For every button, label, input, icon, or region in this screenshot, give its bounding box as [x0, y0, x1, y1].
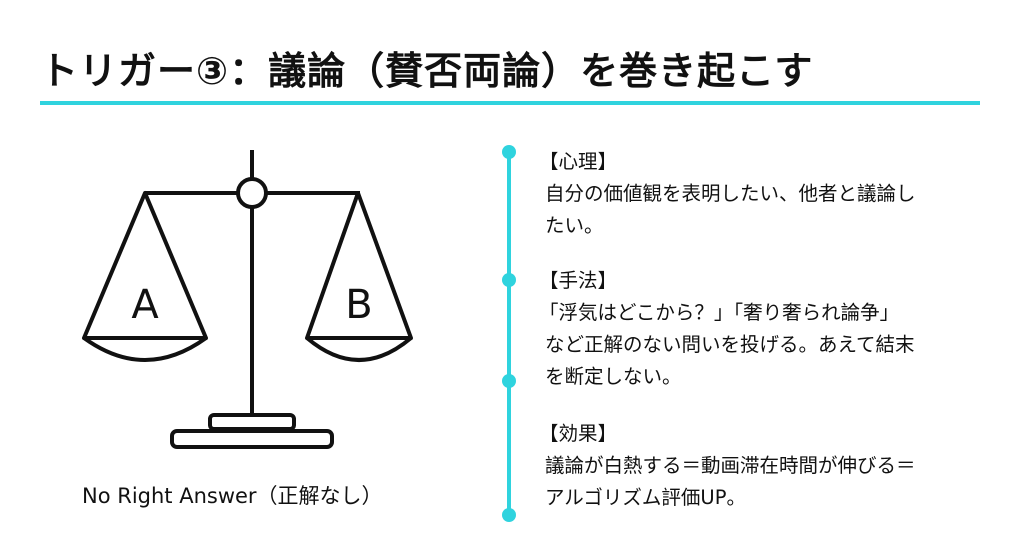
left-pan-bowl — [82, 336, 208, 362]
illustration-caption: No Right Answer（正解なし） — [82, 484, 383, 508]
scale-base-top — [208, 413, 296, 431]
left-pan-strings — [82, 191, 208, 340]
section-heading: 【手法】 — [539, 269, 618, 292]
section-line: 「浮気はどこから？」「奢り奢られ論争」 — [539, 301, 900, 324]
section-method: 【手法】 「浮気はどこから？」「奢り奢られ論争」 など正解のない問いを投げる。あ… — [539, 265, 915, 393]
timeline-dot — [502, 374, 516, 388]
section-line: 自分の価値観を表明したい、他者と議論し — [545, 182, 916, 205]
right-pan-strings — [305, 191, 413, 340]
section-line: を断定しない。 — [545, 365, 682, 388]
section-psychology: 【心理】 自分の価値観を表明したい、他者と議論し たい。 — [539, 146, 916, 242]
pan-label-a: A — [131, 282, 159, 328]
scale-base-bottom — [170, 429, 334, 449]
timeline-dot — [502, 508, 516, 522]
title-underline — [40, 101, 980, 105]
section-effect: 【効果】 議論が白熱する＝動画滞在時間が伸びる＝ アルゴリズム評価UP。 — [539, 418, 916, 514]
section-line: たい。 — [545, 214, 604, 237]
timeline-dot — [502, 273, 516, 287]
page-title: トリガー③：議論（賛否両論）を巻き起こす — [40, 49, 814, 93]
scale-pivot — [236, 177, 268, 209]
pan-label-b: B — [345, 282, 372, 328]
section-heading: 【効果】 — [539, 422, 618, 445]
section-line: アルゴリズム評価UP。 — [545, 486, 746, 509]
right-pan-bowl — [305, 336, 413, 362]
section-heading: 【心理】 — [539, 150, 618, 173]
section-line: など正解のない問いを投げる。あえて結末 — [545, 333, 915, 356]
timeline-line — [507, 152, 511, 515]
timeline-dot — [502, 145, 516, 159]
section-line: 議論が白熱する＝動画滞在時間が伸びる＝ — [545, 454, 916, 477]
